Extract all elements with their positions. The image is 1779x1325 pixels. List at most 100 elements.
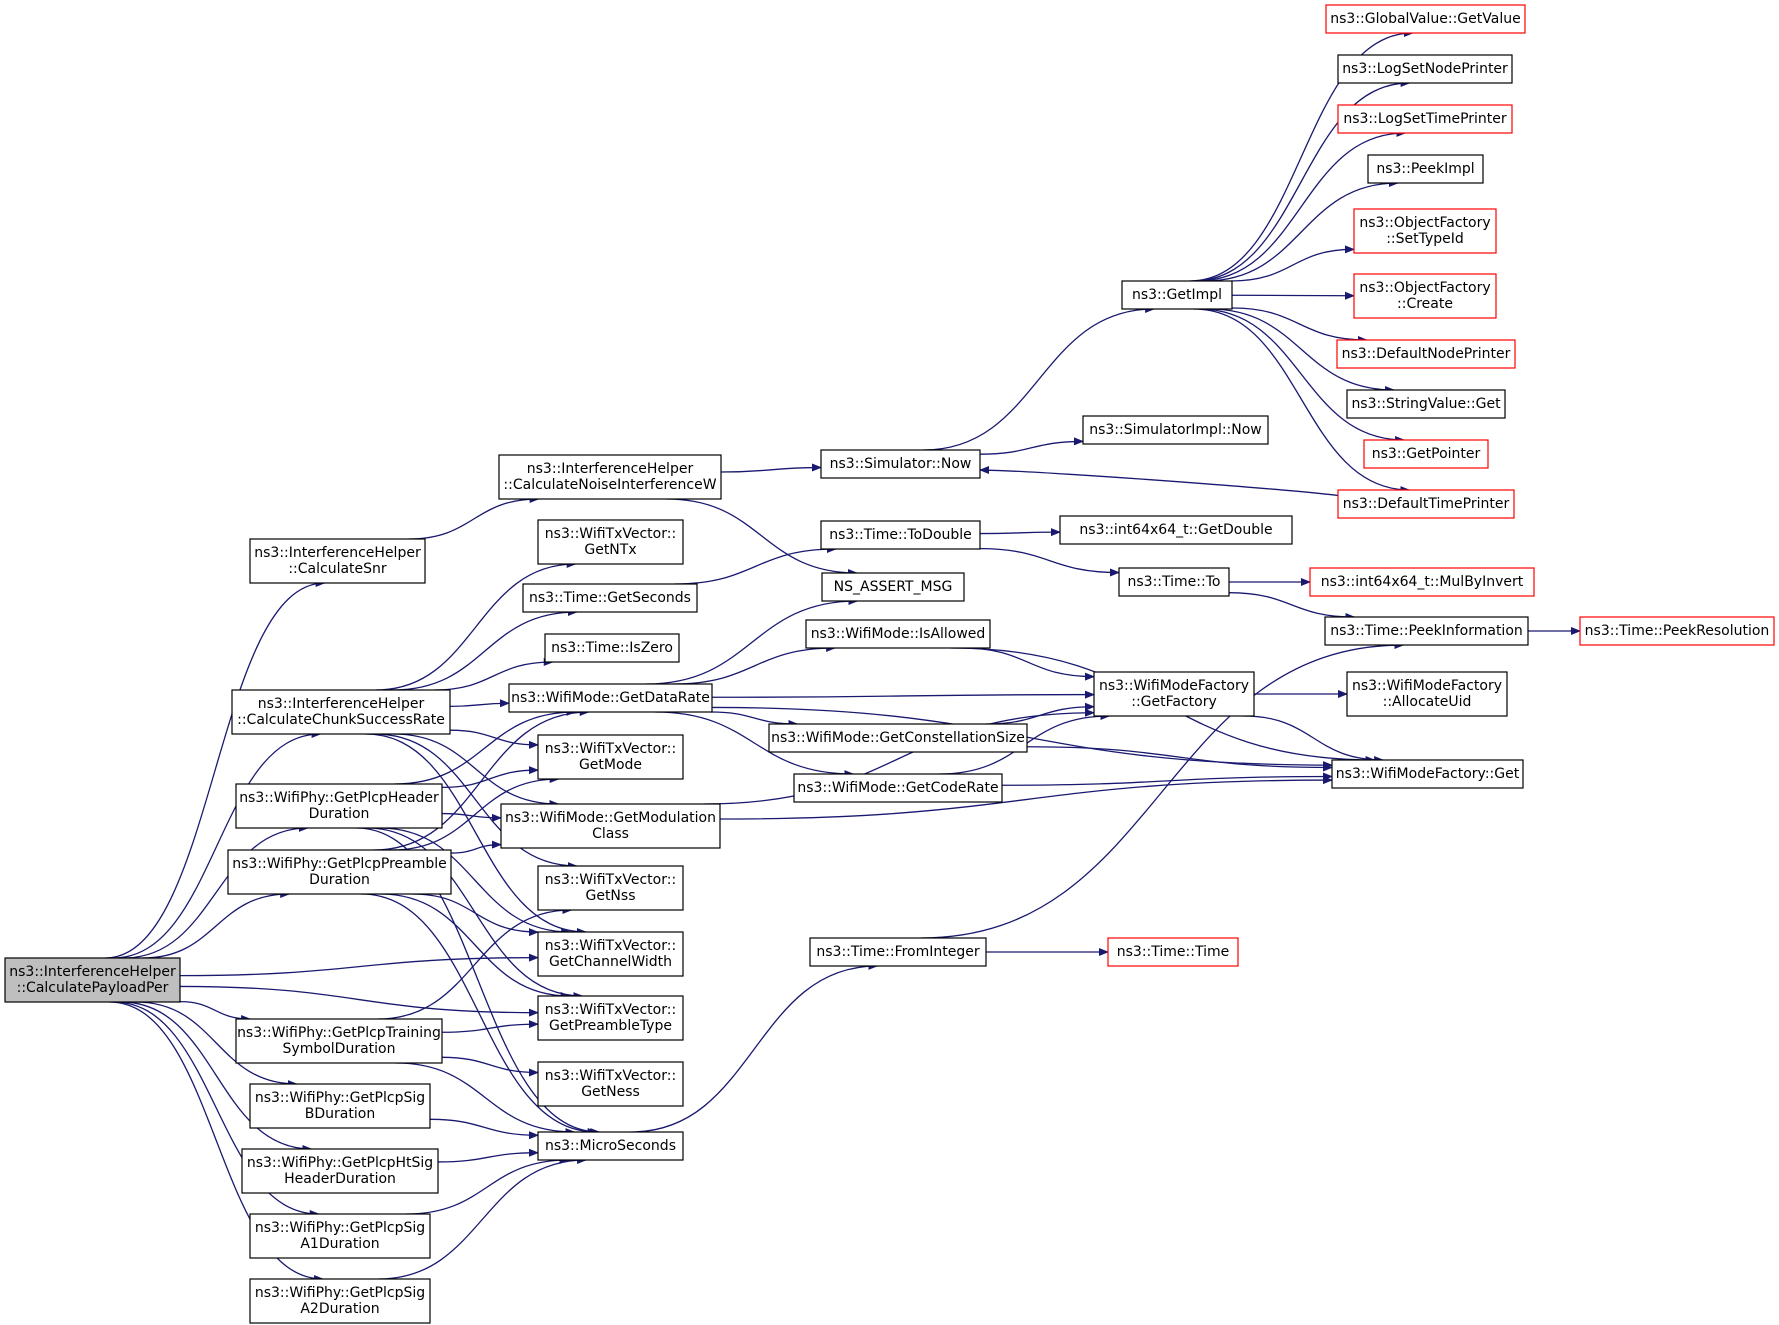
- node-box[interactable]: [821, 572, 965, 602]
- node-box[interactable]: [1336, 339, 1516, 369]
- node-box[interactable]: [522, 583, 698, 613]
- node-box[interactable]: [809, 937, 987, 967]
- node-box[interactable]: [1353, 208, 1497, 254]
- node-box[interactable]: [231, 689, 451, 735]
- node-box[interactable]: [1121, 280, 1233, 310]
- node-fromInteger[interactable]: ns3::Time::FromInteger: [809, 937, 987, 967]
- node-box[interactable]: [805, 619, 991, 649]
- node-box[interactable]: [1337, 54, 1513, 84]
- node-box[interactable]: [793, 773, 1003, 803]
- node-getChanWidth[interactable]: ns3::WifiTxVector::GetChannelWidth: [537, 931, 684, 977]
- node-simNow[interactable]: ns3::Simulator::Now: [820, 449, 981, 479]
- node-getNess[interactable]: ns3::WifiTxVector::GetNess: [537, 1061, 684, 1107]
- node-microSeconds[interactable]: ns3::MicroSeconds: [537, 1131, 684, 1161]
- node-box[interactable]: [1363, 439, 1489, 469]
- node-box[interactable]: [768, 723, 1028, 753]
- node-calculateChunk[interactable]: ns3::InterferenceHelper::CalculateChunkS…: [231, 689, 451, 735]
- node-timeCtor[interactable]: ns3::Time::Time: [1107, 937, 1239, 967]
- node-ofCreate[interactable]: ns3::ObjectFactory::Create: [1353, 273, 1497, 319]
- node-int64GetDouble[interactable]: ns3::int64x64_t::GetDouble: [1059, 515, 1293, 545]
- node-box[interactable]: [1059, 515, 1293, 545]
- node-getSeconds[interactable]: ns3::Time::GetSeconds: [522, 583, 698, 613]
- node-box[interactable]: [1093, 671, 1255, 717]
- node-logSetTime[interactable]: ns3::LogSetTimePrinter: [1337, 104, 1513, 134]
- node-stringValueGet[interactable]: ns3::StringValue::Get: [1346, 389, 1506, 419]
- node-peekImpl[interactable]: ns3::PeekImpl: [1367, 154, 1484, 184]
- node-box[interactable]: [1107, 937, 1239, 967]
- node-peekResolution[interactable]: ns3::Time::PeekResolution: [1579, 616, 1775, 646]
- node-box[interactable]: [235, 1018, 443, 1064]
- node-mulByInvert[interactable]: ns3::int64x64_t::MulByInvert: [1309, 567, 1535, 597]
- node-box[interactable]: [241, 1148, 439, 1194]
- node-defaultTimePrinter[interactable]: ns3::DefaultTimePrinter: [1337, 489, 1515, 519]
- node-getNss[interactable]: ns3::WifiTxVector::GetNss: [537, 865, 684, 911]
- node-calculateSnr[interactable]: ns3::InterferenceHelper::CalculateSnr: [249, 538, 426, 584]
- node-calculatePayloadPer[interactable]: ns3::InterferenceHelper::CalculatePayloa…: [4, 957, 181, 1003]
- node-box[interactable]: [1118, 567, 1230, 597]
- node-ofSetTypeId[interactable]: ns3::ObjectFactory::SetTypeId: [1353, 208, 1497, 254]
- node-isAllowed[interactable]: ns3::WifiMode::IsAllowed: [805, 619, 991, 649]
- node-isZero[interactable]: ns3::Time::IsZero: [544, 633, 680, 663]
- node-box[interactable]: [537, 1061, 684, 1107]
- node-txGetMode[interactable]: ns3::WifiTxVector::GetMode: [537, 734, 684, 780]
- node-box[interactable]: [249, 1083, 431, 1129]
- node-box[interactable]: [1353, 273, 1497, 319]
- node-box[interactable]: [537, 931, 684, 977]
- node-simImplNow[interactable]: ns3::SimulatorImpl::Now: [1082, 415, 1269, 445]
- node-box[interactable]: [537, 865, 684, 911]
- node-nsAssert[interactable]: NS_ASSERT_MSG: [821, 572, 965, 602]
- node-box[interactable]: [537, 734, 684, 780]
- node-calcNoise[interactable]: ns3::InterferenceHelper::CalculateNoiseI…: [498, 454, 722, 500]
- node-timeToDouble[interactable]: ns3::Time::ToDouble: [820, 520, 981, 550]
- node-box[interactable]: [537, 519, 684, 565]
- node-box[interactable]: [537, 1131, 684, 1161]
- node-defaultNodePrinter[interactable]: ns3::DefaultNodePrinter: [1336, 339, 1516, 369]
- node-box[interactable]: [1346, 671, 1508, 717]
- node-box[interactable]: [1579, 616, 1775, 646]
- node-box[interactable]: [235, 783, 443, 829]
- node-box[interactable]: [544, 633, 680, 663]
- node-box[interactable]: [1337, 104, 1513, 134]
- node-box[interactable]: [1367, 154, 1484, 184]
- node-box[interactable]: [1346, 389, 1506, 419]
- node-box[interactable]: [4, 957, 181, 1003]
- node-getImpl[interactable]: ns3::GetImpl: [1121, 280, 1233, 310]
- node-factoryGetFactory[interactable]: ns3::WifiModeFactory::GetFactory: [1093, 671, 1255, 717]
- node-box[interactable]: [1309, 567, 1535, 597]
- node-box[interactable]: [249, 1278, 431, 1324]
- node-getPreambleType[interactable]: ns3::WifiTxVector::GetPreambleType: [537, 995, 684, 1041]
- node-box[interactable]: [1325, 4, 1526, 34]
- node-box[interactable]: [249, 538, 426, 584]
- node-getPointer[interactable]: ns3::GetPointer: [1363, 439, 1489, 469]
- node-logSetNode[interactable]: ns3::LogSetNodePrinter: [1337, 54, 1513, 84]
- node-box[interactable]: [1082, 415, 1269, 445]
- node-box[interactable]: [1324, 616, 1529, 646]
- node-box[interactable]: [227, 849, 452, 895]
- node-box[interactable]: [500, 803, 721, 849]
- node-box[interactable]: [820, 449, 981, 479]
- node-box[interactable]: [1337, 489, 1515, 519]
- node-getConstSize[interactable]: ns3::WifiMode::GetConstellationSize: [768, 723, 1028, 753]
- node-getCodeRate[interactable]: ns3::WifiMode::GetCodeRate: [793, 773, 1003, 803]
- node-box[interactable]: [508, 683, 713, 713]
- node-box[interactable]: [498, 454, 722, 500]
- node-allocateUid[interactable]: ns3::WifiModeFactory::AllocateUid: [1346, 671, 1508, 717]
- node-timeTo[interactable]: ns3::Time::To: [1118, 567, 1230, 597]
- node-globalGetValue[interactable]: ns3::GlobalValue::GetValue: [1325, 4, 1526, 34]
- node-plcpTraining[interactable]: ns3::WifiPhy::GetPlcpTrainingSymbolDurat…: [235, 1018, 443, 1064]
- node-peekInformation[interactable]: ns3::Time::PeekInformation: [1324, 616, 1529, 646]
- node-getNTx[interactable]: ns3::WifiTxVector::GetNTx: [537, 519, 684, 565]
- node-getDataRate[interactable]: ns3::WifiMode::GetDataRate: [508, 683, 713, 713]
- node-box[interactable]: [249, 1213, 431, 1259]
- node-box[interactable]: [1331, 759, 1524, 789]
- node-box[interactable]: [537, 995, 684, 1041]
- node-factoryGet[interactable]: ns3::WifiModeFactory::Get: [1331, 759, 1524, 789]
- node-box[interactable]: [820, 520, 981, 550]
